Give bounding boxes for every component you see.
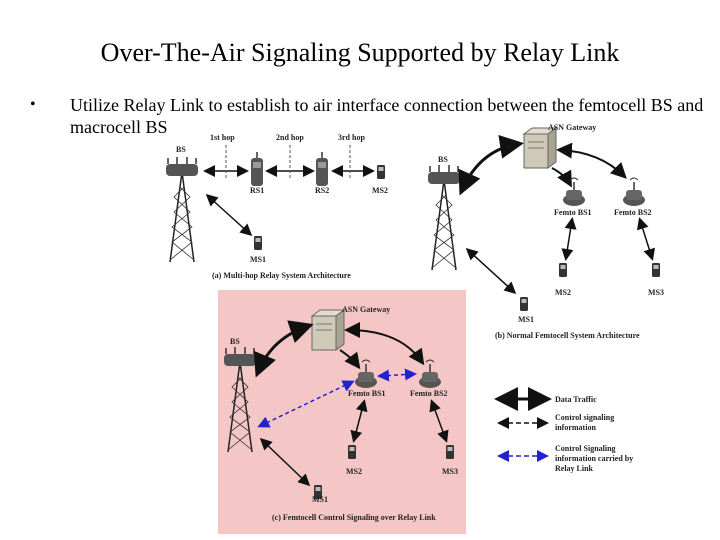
rs1-relay-icon [250, 151, 264, 187]
ms3-label-b: MS3 [648, 288, 664, 297]
slide-title: Over-The-Air Signaling Supported by Rela… [100, 38, 620, 67]
asn-label-b: ASN Gateway [548, 123, 596, 132]
bs-asn-data-link [253, 320, 314, 378]
ms2-label-a: MS2 [372, 186, 388, 195]
asn-femto1-link [339, 349, 361, 370]
legend-control-label-2: information [555, 423, 596, 432]
hop3-label: 3rd hop [338, 133, 365, 142]
bs-label-b: BS [438, 155, 448, 164]
asn-gateway-icon [311, 309, 345, 351]
ms2-phone-icon [348, 445, 356, 459]
asn-gateway-icon [523, 127, 557, 169]
diagram-multihop-relay: BS 1st hop 2nd hop 3rd hop RS1 RS2 MS2 M… [165, 133, 388, 280]
caption-c: (c) Femtocell Control Signaling over Rel… [272, 513, 436, 522]
femto1-icon [562, 177, 586, 207]
ms3-phone-icon [652, 263, 660, 277]
ms2-label-b: MS2 [555, 288, 571, 297]
bs-label-c: BS [230, 337, 240, 346]
hop2-label: 2nd hop [276, 133, 304, 142]
ms2-label-c: MS2 [346, 467, 362, 476]
femto1-ms2-link [350, 399, 368, 443]
hop1-label: 1st hop [210, 133, 235, 142]
rs2-label: RS2 [315, 186, 329, 195]
femto1-label-c: Femto BS1 [348, 389, 386, 398]
ms3-label-c: MS3 [442, 467, 458, 476]
bs-label-a: BS [176, 145, 186, 154]
asn-femto2-link [344, 322, 425, 366]
bs-tower-icon [427, 164, 461, 271]
ms1-phone-icon [520, 297, 528, 311]
caption-b: (b) Normal Femtocell System Architecture [495, 331, 640, 340]
ms1-label-b: MS1 [518, 315, 534, 324]
ms1-phone-icon [254, 236, 262, 250]
legend-control-label-1: Control signaling [555, 413, 614, 422]
asn-femto1-link [551, 167, 572, 188]
diagram-femtocell-relay-link: BS ASN Gateway Femto BS1 Femto BS2 MS2 M… [218, 290, 466, 534]
ms1-label-a: MS1 [250, 255, 266, 264]
femto1-label-b: Femto BS1 [554, 208, 592, 217]
femto2-ms3-link [636, 217, 656, 261]
ms1-label-c: MS1 [312, 495, 328, 504]
caption-a: (a) Multi-hop Relay System Architecture [212, 271, 351, 280]
ms2-phone-icon [559, 263, 567, 277]
asn-femto2-link [556, 142, 627, 179]
femto2-label-b: Femto BS2 [614, 208, 652, 217]
bullet-marker: • [30, 96, 36, 113]
bs-tower-icon [165, 156, 199, 263]
legend-relay-label-1: Control Signaling [555, 444, 616, 453]
femto2-icon [622, 177, 646, 207]
rs1-label: RS1 [250, 186, 264, 195]
femto2-ms3-link [429, 399, 449, 443]
legend-relay-label-2: information carried by [555, 454, 633, 463]
femto2-label-c: Femto BS2 [410, 389, 448, 398]
rs2-relay-icon [315, 151, 329, 187]
legend: Data Traffic Control signaling informati… [494, 387, 633, 473]
femto-relay-link [377, 368, 417, 382]
bullet-text: Utilize Relay Link to establish to air i… [70, 95, 704, 137]
legend-relay-label-3: Relay Link [555, 464, 594, 473]
ms3-phone-icon [446, 445, 454, 459]
bs-asn-data-link [458, 134, 524, 196]
diagram-normal-femtocell: BS ASN Gateway Femto BS1 Femto BS2 MS2 M… [427, 123, 664, 340]
bs-ms1-link [205, 193, 253, 237]
femto1-ms2-link [561, 217, 577, 261]
legend-data-traffic-label: Data Traffic [555, 395, 597, 404]
asn-label-c: ASN Gateway [342, 305, 390, 314]
bs-ms1-link [259, 437, 311, 487]
bs-ms1-link [465, 247, 517, 295]
ms2-phone-icon [377, 165, 385, 179]
bs-femto1-relay-link [257, 380, 355, 428]
